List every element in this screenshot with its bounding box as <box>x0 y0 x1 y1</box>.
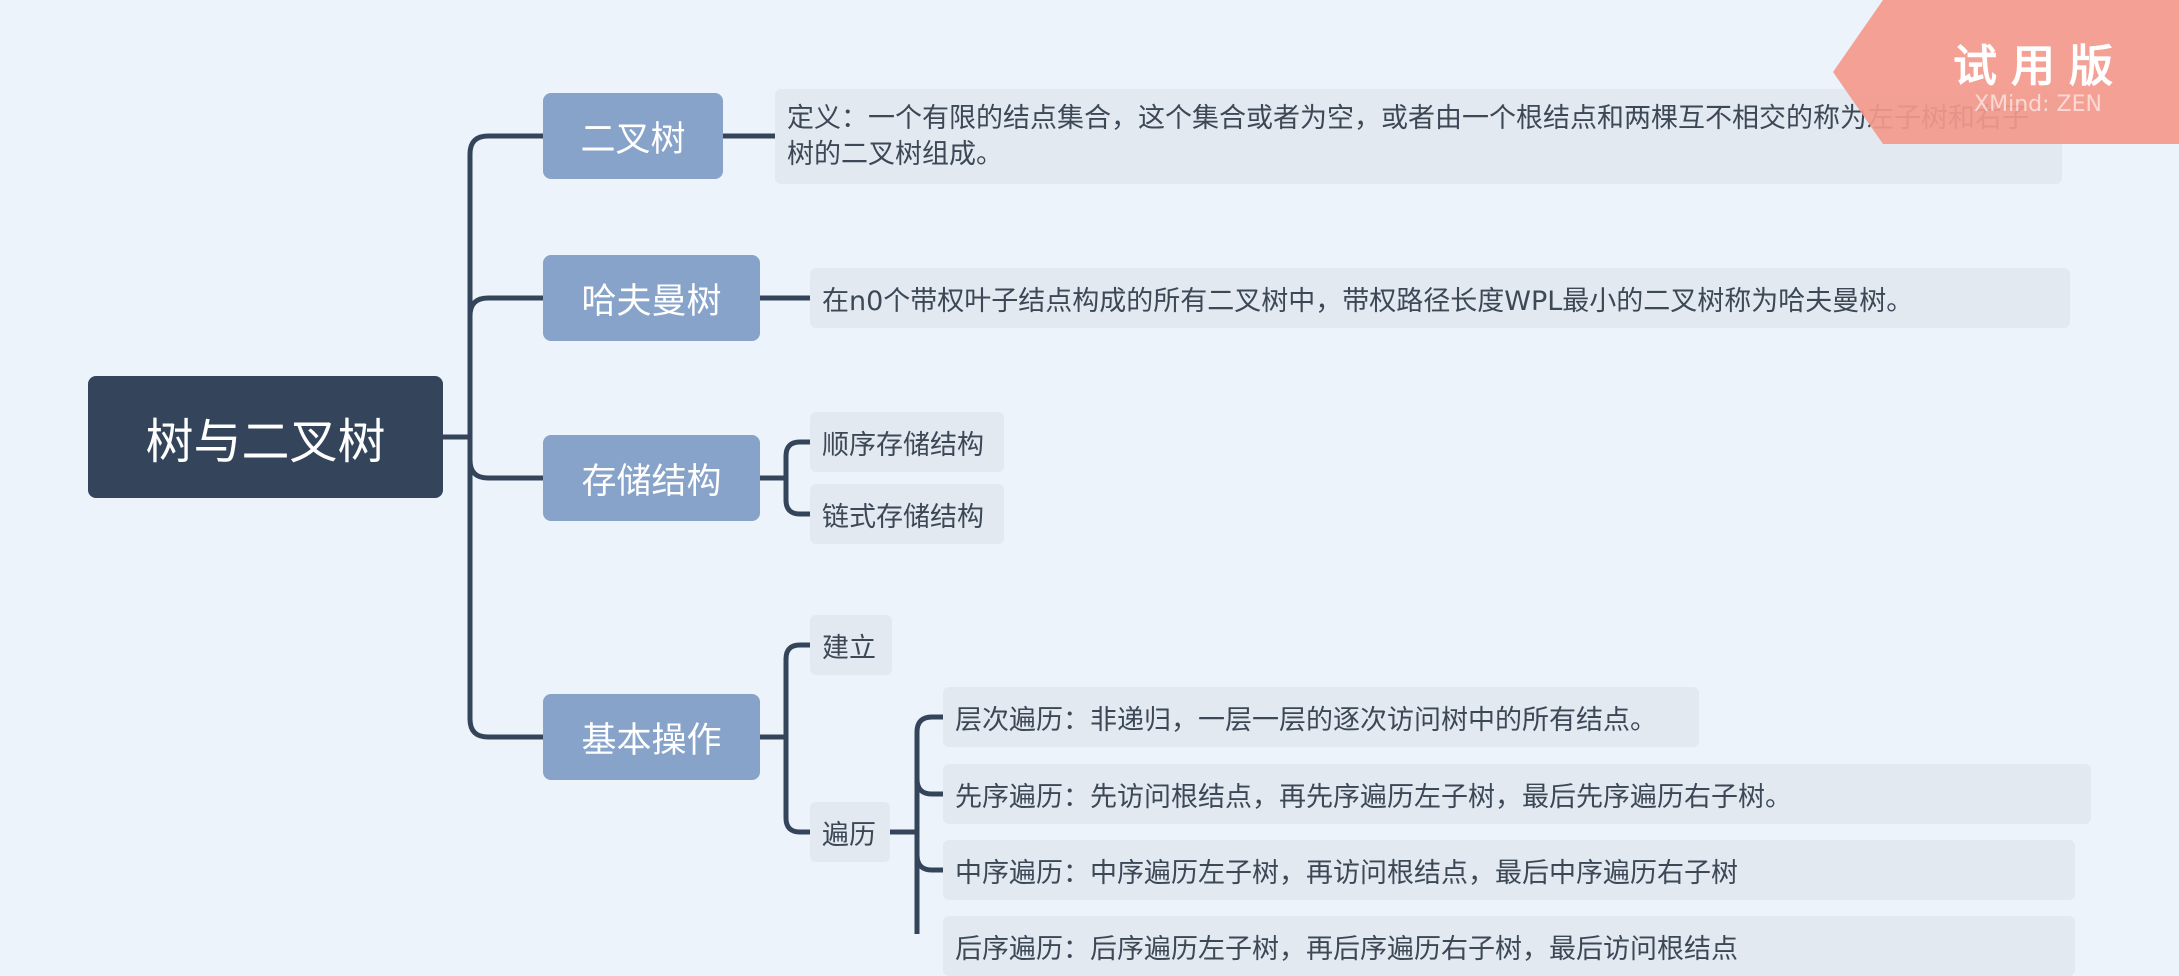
topic-storage-structure[interactable]: 存储结构 <box>543 435 760 521</box>
storage-sequential[interactable]: 顺序存储结构 <box>810 412 1004 472</box>
traverse-pre-order[interactable]: 先序遍历：先访问根结点，再先序遍历左子树，最后先序遍历右子树。 <box>943 764 2091 824</box>
watermark-subtitle: XMind: ZEN <box>1974 92 2102 117</box>
watermark-title: 试用版 <box>1953 41 2127 92</box>
traverse-in-order[interactable]: 中序遍历：中序遍历左子树，再访问根结点，最后中序遍历右子树 <box>943 840 2075 900</box>
root-topic[interactable]: 树与二叉树 <box>88 376 443 498</box>
operation-create[interactable]: 建立 <box>810 615 892 675</box>
operation-traverse[interactable]: 遍历 <box>810 802 890 862</box>
topic-huffman-tree[interactable]: 哈夫曼树 <box>543 255 760 341</box>
traverse-post-order[interactable]: 后序遍历：后序遍历左子树，再后序遍历右子树，最后访问根结点 <box>943 916 2075 976</box>
topic-basic-operations[interactable]: 基本操作 <box>543 694 760 780</box>
topic-binary-tree[interactable]: 二叉树 <box>543 93 723 179</box>
traverse-level-order[interactable]: 层次遍历：非递归，一层一层的逐次访问树中的所有结点。 <box>943 687 1699 747</box>
trial-watermark-ribbon <box>1833 0 2179 144</box>
huffman-definition[interactable]: 在n0个带权叶子结点构成的所有二叉树中，带权路径长度WPL最小的二叉树称为哈夫曼… <box>810 268 2070 328</box>
connector-lines <box>440 133 946 934</box>
binary-tree-definition[interactable]: 定义：一个有限的结点集合，这个集合或者为空，或者由一个根结点和两棵互不相交的称为… <box>775 89 2062 184</box>
storage-linked[interactable]: 链式存储结构 <box>810 484 1004 544</box>
